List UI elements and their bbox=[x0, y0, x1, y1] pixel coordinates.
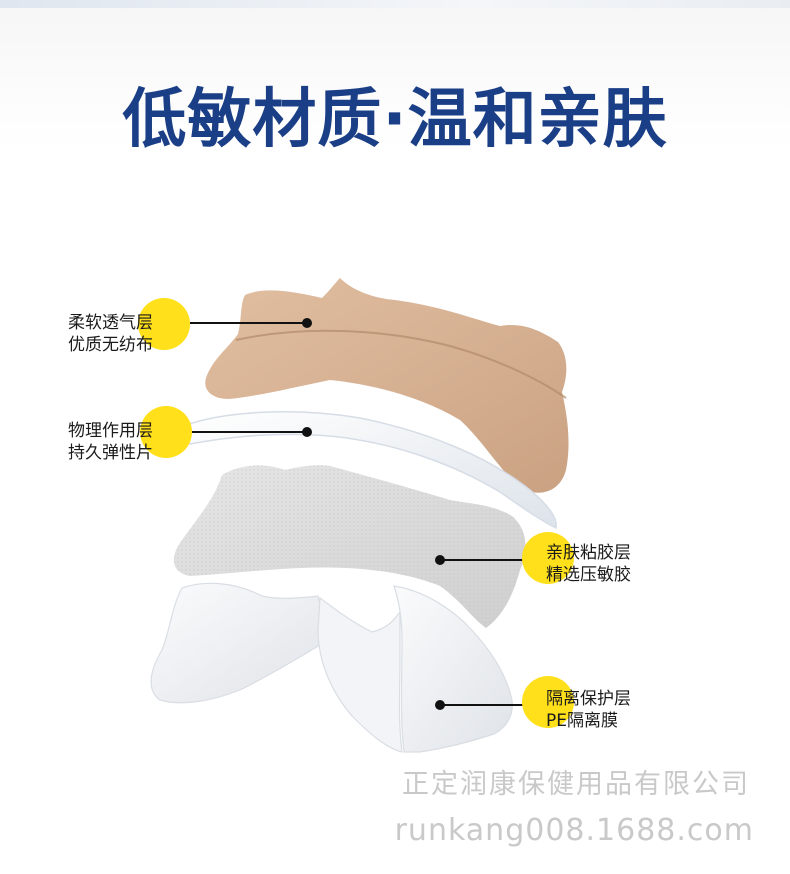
callout-title: 柔软透气层 bbox=[68, 313, 153, 333]
leader-dot-1 bbox=[302, 318, 312, 328]
highlight-circle bbox=[522, 676, 574, 728]
callout-title: 亲肤粘胶层 bbox=[546, 543, 631, 563]
release-film-layer bbox=[150, 582, 513, 753]
callout-adhesive: 亲肤粘胶层 精选压敏胶 bbox=[546, 542, 631, 586]
callout-elastic: 物理作用层 持久弹性片 bbox=[68, 420, 153, 464]
elastic-layer bbox=[183, 411, 557, 530]
callout-subtitle: 持久弹性片 bbox=[68, 443, 153, 463]
callout-subtitle: 优质无纺布 bbox=[68, 335, 153, 355]
leader-dot-2 bbox=[302, 427, 312, 437]
top-decor-bar bbox=[0, 0, 790, 8]
watermark-url: runkang008.1688.com bbox=[394, 813, 754, 848]
callout-subtitle: 精选压敏胶 bbox=[546, 565, 631, 585]
callout-title: 物理作用层 bbox=[68, 421, 153, 441]
callout-subtitle: PE隔离膜 bbox=[546, 711, 618, 731]
callout-nonwoven: 柔软透气层 优质无纺布 bbox=[68, 312, 153, 356]
highlight-circle bbox=[140, 406, 192, 458]
callout-release-film: 隔离保护层 PE隔离膜 bbox=[546, 688, 631, 732]
highlight-circle bbox=[138, 298, 190, 350]
page-title: 低敏材质·温和亲肤 bbox=[122, 83, 668, 157]
adhesive-layer bbox=[173, 465, 526, 628]
watermark-company: 正定润康保健用品有限公司 bbox=[402, 769, 750, 800]
callout-title: 隔离保护层 bbox=[546, 689, 631, 709]
leader-dot-4 bbox=[435, 700, 445, 710]
nonwoven-layer bbox=[205, 278, 569, 493]
highlight-circle bbox=[522, 532, 574, 584]
leader-dot-3 bbox=[435, 555, 445, 565]
